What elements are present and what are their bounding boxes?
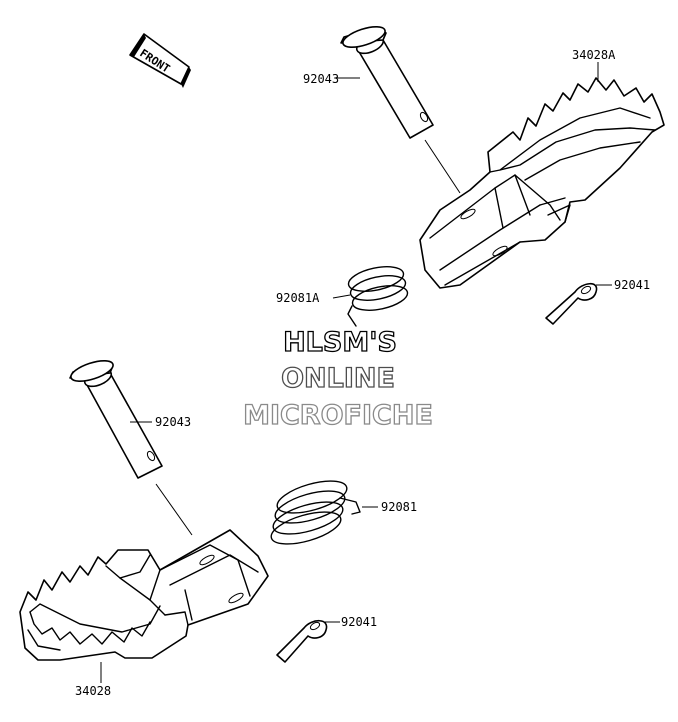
front-arrow-badge: FRONT [129, 33, 191, 88]
part-label-footpeg-left: 34028 [75, 684, 111, 698]
part-label-pin-bottom: 92043 [155, 415, 191, 429]
torsion-spring-top [347, 266, 409, 327]
part-label-cotter-bottom: 92041 [341, 615, 377, 629]
cotter-pin-top [545, 282, 598, 325]
watermark-line-2: ONLINE [281, 363, 395, 394]
clevis-pin-bottom [69, 359, 163, 479]
torsion-spring-bottom [270, 480, 361, 545]
footpeg-left [19, 529, 269, 661]
cotter-pin-bottom [276, 619, 328, 663]
part-label-spring-bottom: 92081 [381, 500, 417, 514]
watermark-line-1: HLSM'S [283, 327, 397, 358]
watermark-line-3: MICROFICHE [243, 400, 433, 431]
footpeg-right [419, 77, 665, 289]
clevis-pin-top [340, 25, 434, 139]
part-label-cotter-top: 92041 [614, 278, 650, 292]
part-label-spring-top: 92081A [276, 291, 320, 305]
part-label-pin-top: 92043 [303, 72, 339, 86]
part-label-footpeg-right: 34028A [572, 48, 616, 62]
